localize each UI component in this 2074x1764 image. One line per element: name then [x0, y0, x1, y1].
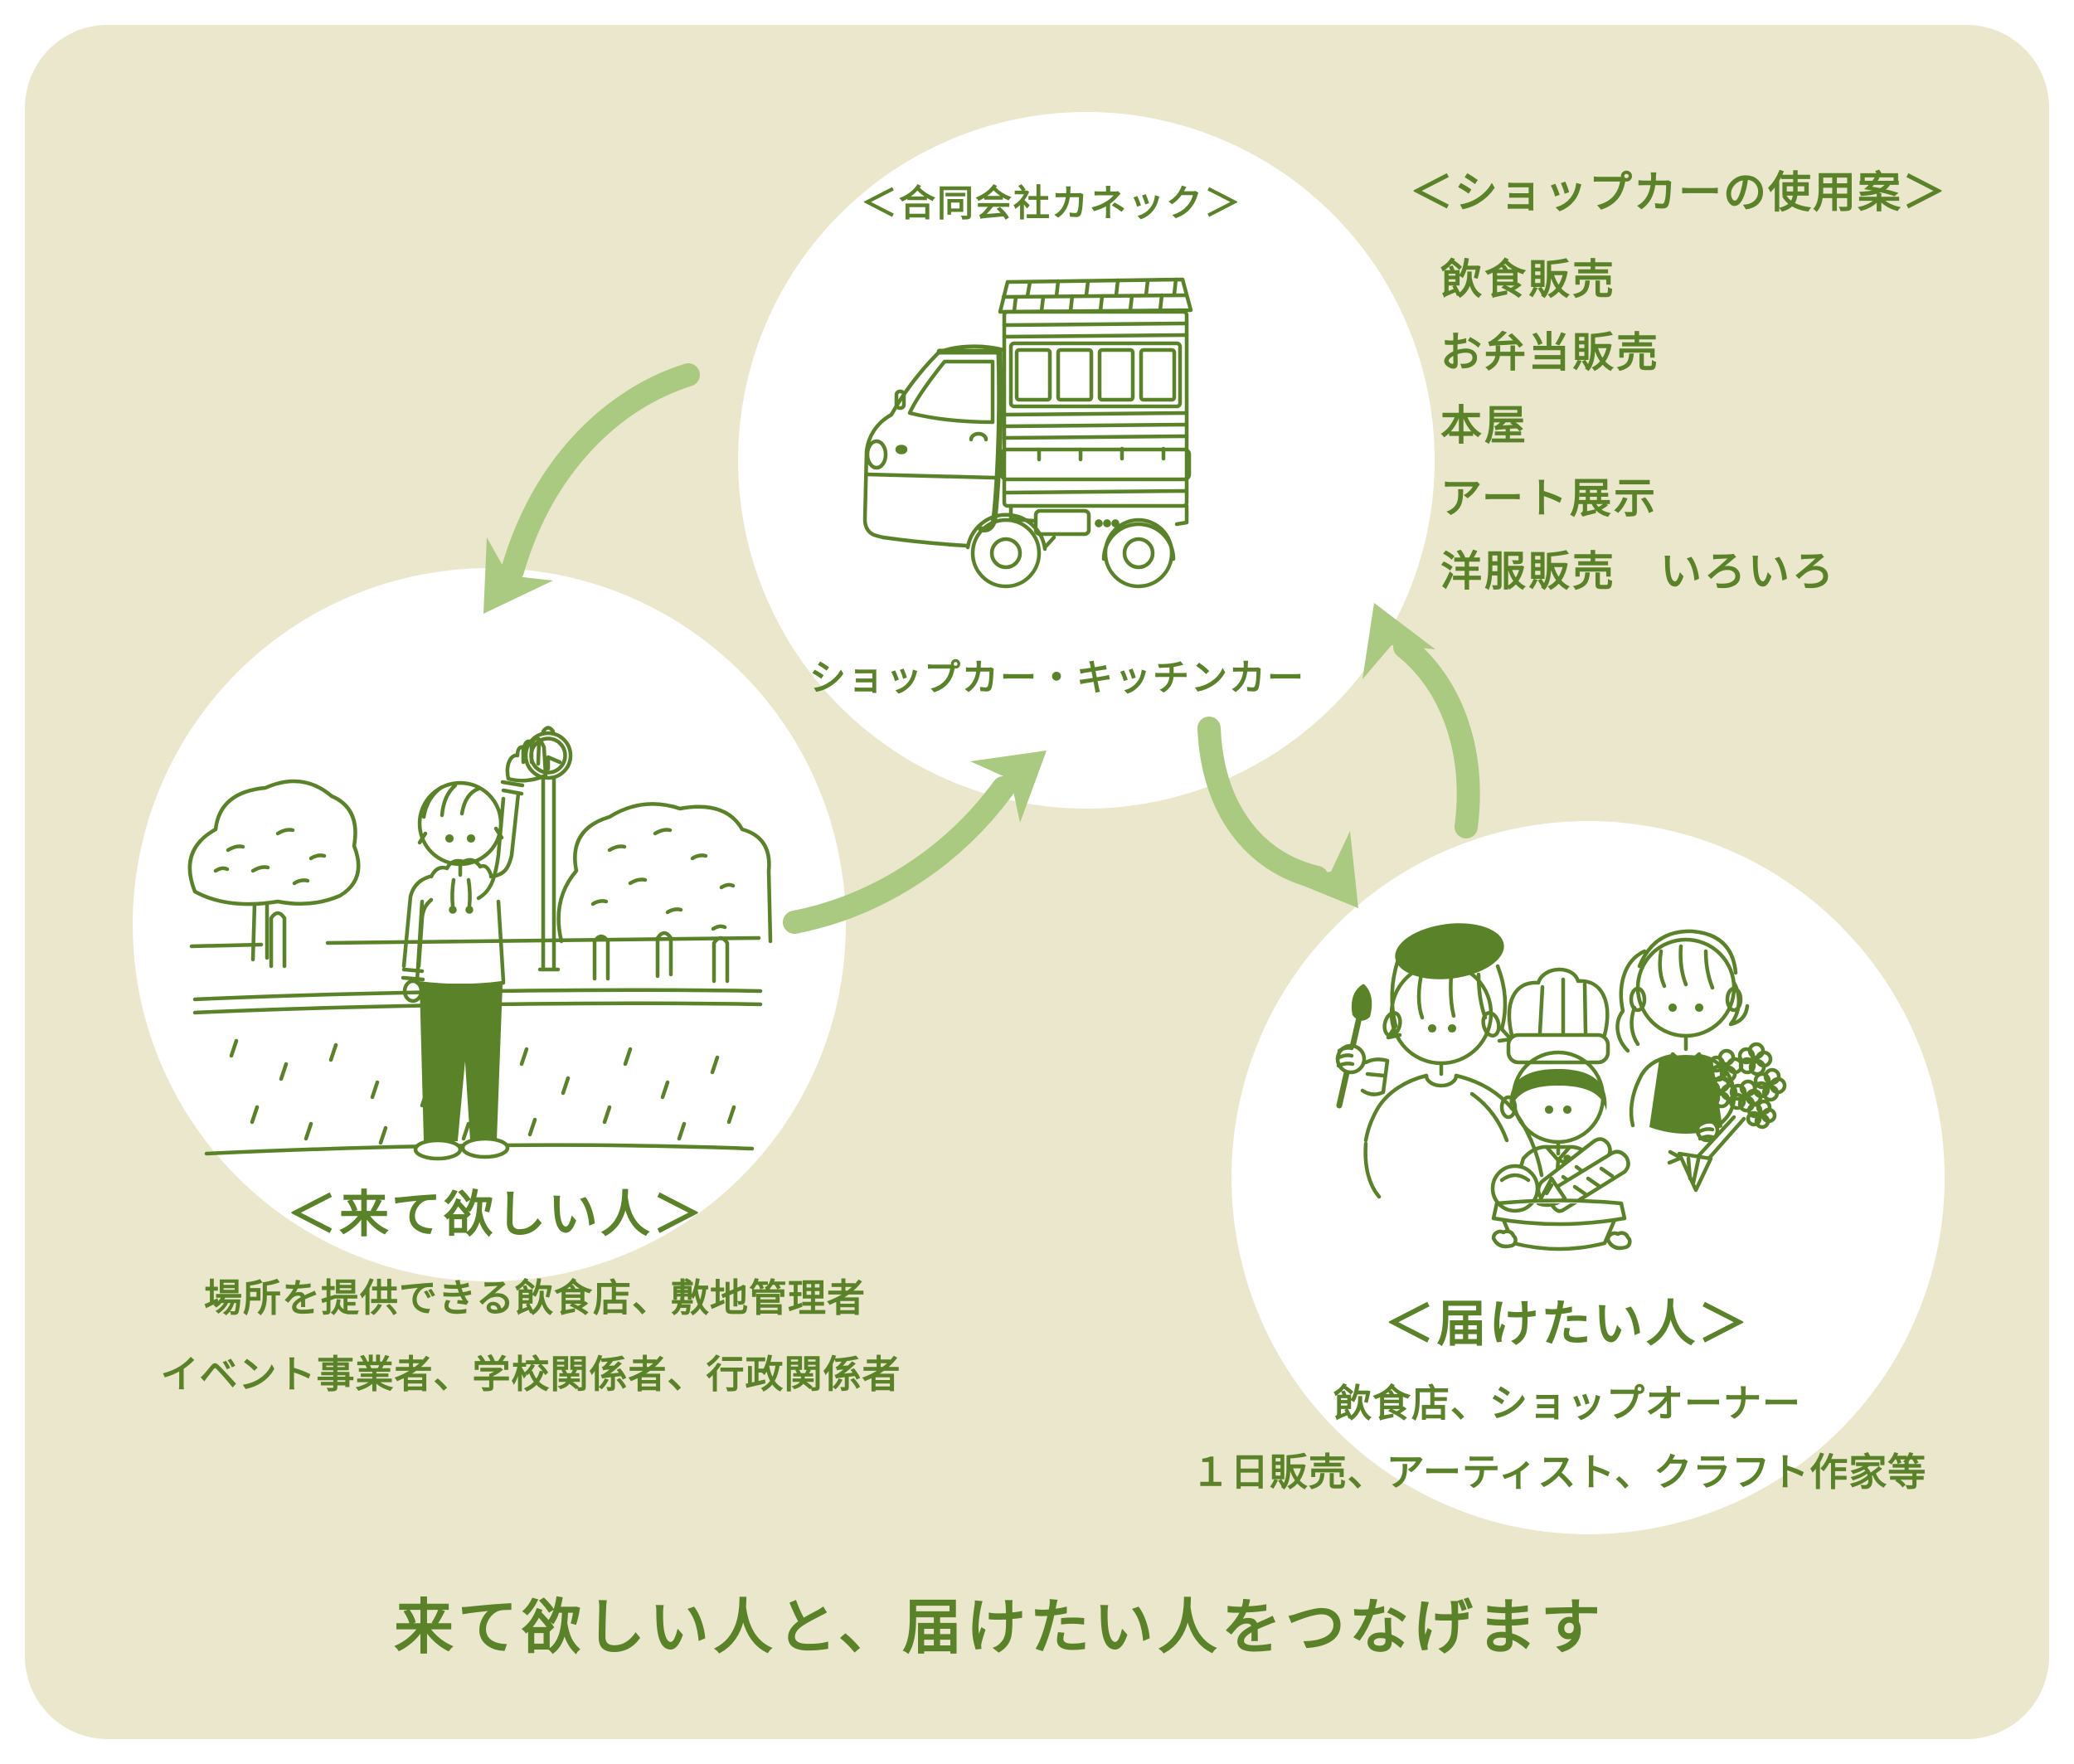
left-circle-description-line2: イベント事業者、学校関係者、行政関係者 — [160, 1352, 901, 1397]
usage-list-item: アート展示 — [1440, 474, 1658, 522]
left-circle-description-line1: 場所を提供できる飲食店、敷地管理者 — [203, 1276, 867, 1320]
usage-list: 飲食販売 お弁当販売 本屋 アート展示 洋服販売 いろいろ — [1440, 243, 1836, 608]
arrow-right-to-top-icon — [1393, 635, 1480, 838]
arrow-top-to-right-icon — [1197, 717, 1328, 889]
makers-group-icon — [1335, 923, 1787, 1251]
usage-list-heading: ＜ショップカーの使用案＞ — [1410, 168, 1948, 218]
left-circle-hosts — [133, 568, 846, 1281]
footer-tagline: 来て欲しい人と、届けたい人をつなげます — [393, 1592, 1605, 1662]
usage-list-item: お弁当販売 — [1440, 328, 1660, 377]
arrow-top-to-right-head-icon — [1287, 831, 1358, 908]
arrow-right-to-top-head-icon — [1362, 603, 1435, 679]
top-circle-caption: ショップカー・キッチンカー — [809, 657, 1305, 699]
arrow-left-to-top-icon — [783, 776, 1015, 934]
usage-list-item: 本屋 — [1440, 401, 1528, 450]
chef-hair-icon — [1509, 1069, 1607, 1110]
arrow-left-to-top-head-icon — [970, 751, 1047, 823]
top-circle-title: ＜合同会社カネック＞ — [861, 182, 1242, 225]
bouquet-flowers-icon — [1702, 1042, 1787, 1130]
top-circle-shop-car — [738, 112, 1435, 809]
florist-apron-icon — [1649, 1055, 1722, 1134]
right-circle-description-line2: １日販売、アーティスト、クラフト作家等 — [1191, 1450, 1927, 1494]
right-circle-title: ＜届けたい人＞ — [1384, 1295, 1751, 1353]
waiting-person-scene-icon — [187, 726, 773, 1161]
arrow-top-to-left-icon — [501, 363, 700, 582]
shop-car-truck-icon — [862, 277, 1193, 589]
usage-list-item: 飲食販売 — [1440, 255, 1616, 304]
usage-list-item: 洋服販売 いろいろ — [1440, 547, 1836, 595]
arrow-top-to-left-head-icon — [483, 537, 553, 614]
artist-beret-icon — [1395, 923, 1504, 979]
left-circle-title: ＜来て欲しい人＞ — [287, 1186, 705, 1244]
right-circle-description-line1: 飲食店、ショップオーナー — [1333, 1381, 1801, 1426]
